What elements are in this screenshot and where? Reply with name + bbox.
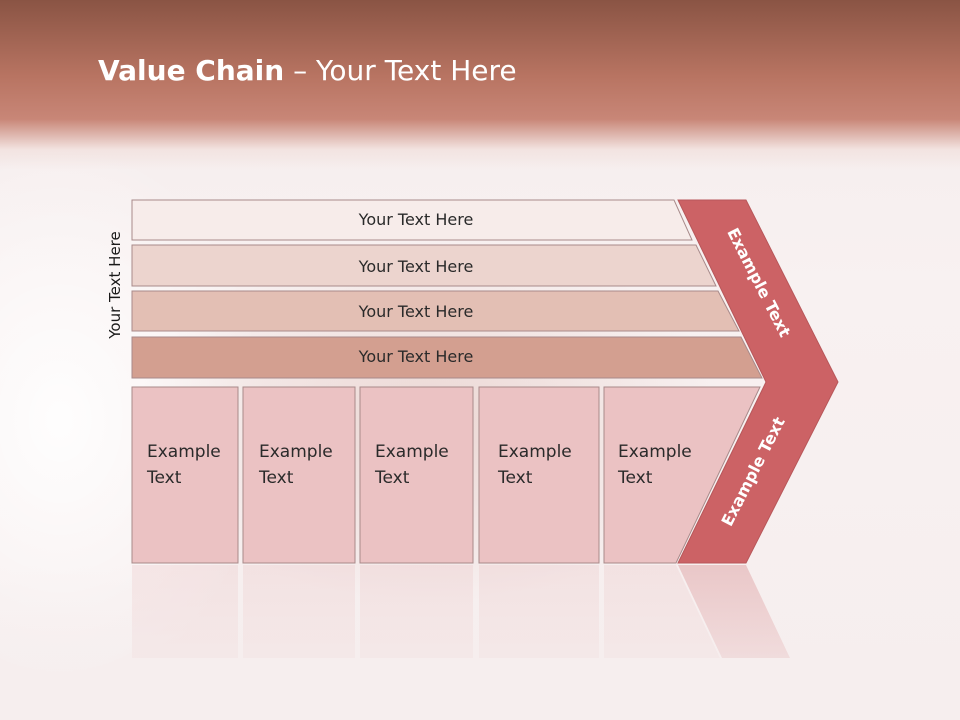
- title-bold: Value Chain: [98, 54, 285, 87]
- bar-3-shape[interactable]: [131, 290, 740, 332]
- box-4-line2: Text: [498, 468, 533, 488]
- box-3-line1: Example: [375, 442, 449, 462]
- box-4-text: Example Text: [498, 439, 594, 491]
- box-2-line2: Text: [259, 468, 294, 488]
- header-band: [0, 0, 960, 170]
- chevron-shape[interactable]: [677, 199, 839, 564]
- box-1-line2: Text: [147, 468, 182, 488]
- box-2-text: Example Text: [259, 439, 355, 491]
- bar-2-shape[interactable]: [131, 244, 717, 287]
- box-4-line1: Example: [498, 442, 572, 462]
- bar-1-shape[interactable]: [131, 199, 693, 241]
- slide-title[interactable]: Value Chain – Your Text Here: [98, 54, 517, 87]
- title-rest: – Your Text Here: [284, 54, 517, 87]
- box-1-line1: Example: [147, 442, 221, 462]
- box-2-shape[interactable]: [242, 386, 356, 564]
- bar-3-label: Your Text Here: [358, 302, 474, 321]
- box-5-shape[interactable]: [603, 386, 761, 564]
- box-3-shape[interactable]: [359, 386, 474, 564]
- box-1-shape[interactable]: [131, 386, 239, 564]
- support-bars: Your Text Here Your Text Here Your Text …: [131, 199, 763, 379]
- bar-2-label: Your Text Here: [358, 257, 474, 276]
- box-1-text: Example Text: [147, 439, 243, 491]
- box-5-line2: Text: [618, 468, 653, 488]
- bar-4-label: Your Text Here: [358, 347, 474, 366]
- reflection-fade: [0, 565, 960, 720]
- bar-4-shape[interactable]: [131, 336, 763, 379]
- box-4-shape[interactable]: [478, 386, 600, 564]
- bar-1-label: Your Text Here: [358, 210, 474, 229]
- primary-boxes: [131, 386, 761, 564]
- box-5-line1: Example: [618, 442, 692, 462]
- box-5-text: Example Text: [618, 439, 714, 491]
- box-3-line2: Text: [375, 468, 410, 488]
- box-2-line1: Example: [259, 442, 333, 462]
- box-3-text: Example Text: [375, 439, 471, 491]
